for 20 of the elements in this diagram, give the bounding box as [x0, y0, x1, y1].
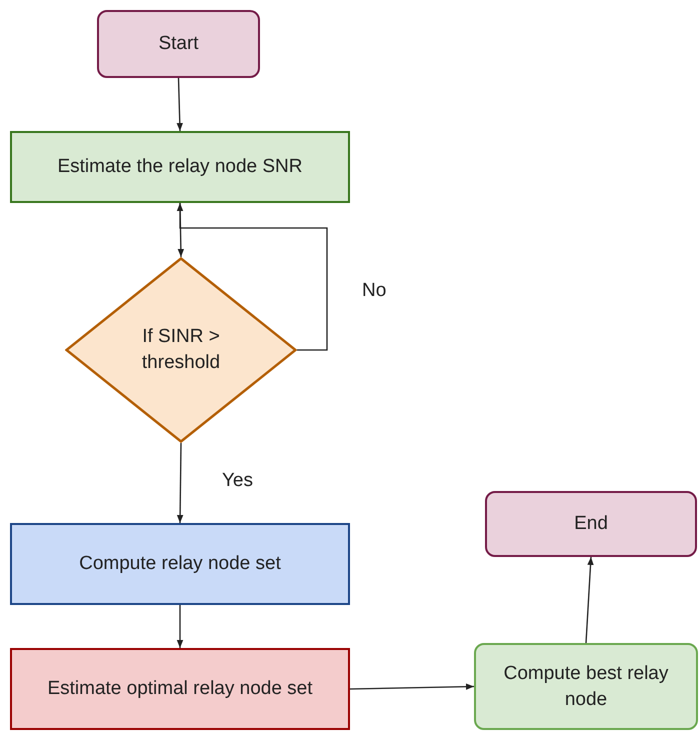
arrow [176, 605, 184, 648]
terminal-box [474, 643, 698, 730]
terminal-box [485, 491, 697, 557]
process-box [10, 131, 350, 203]
arrow [176, 443, 184, 523]
arrow [176, 203, 328, 351]
process-box [10, 523, 350, 605]
node-label: End [574, 512, 608, 536]
node-label: Estimate the relay node SNR [57, 155, 302, 180]
node-label: Start [158, 32, 199, 56]
node-label: Compute best relay node [502, 662, 670, 712]
node-label: If SINR > threshold [140, 325, 222, 375]
decision-diamond [65, 257, 297, 443]
node-label: Estimate optimal relay node set [47, 677, 313, 702]
arrow [585, 556, 594, 644]
arrow [176, 78, 183, 132]
process-box [10, 648, 350, 730]
arrow [350, 683, 474, 690]
terminal-box [97, 10, 260, 78]
node-label: Compute relay node set [79, 552, 281, 576]
